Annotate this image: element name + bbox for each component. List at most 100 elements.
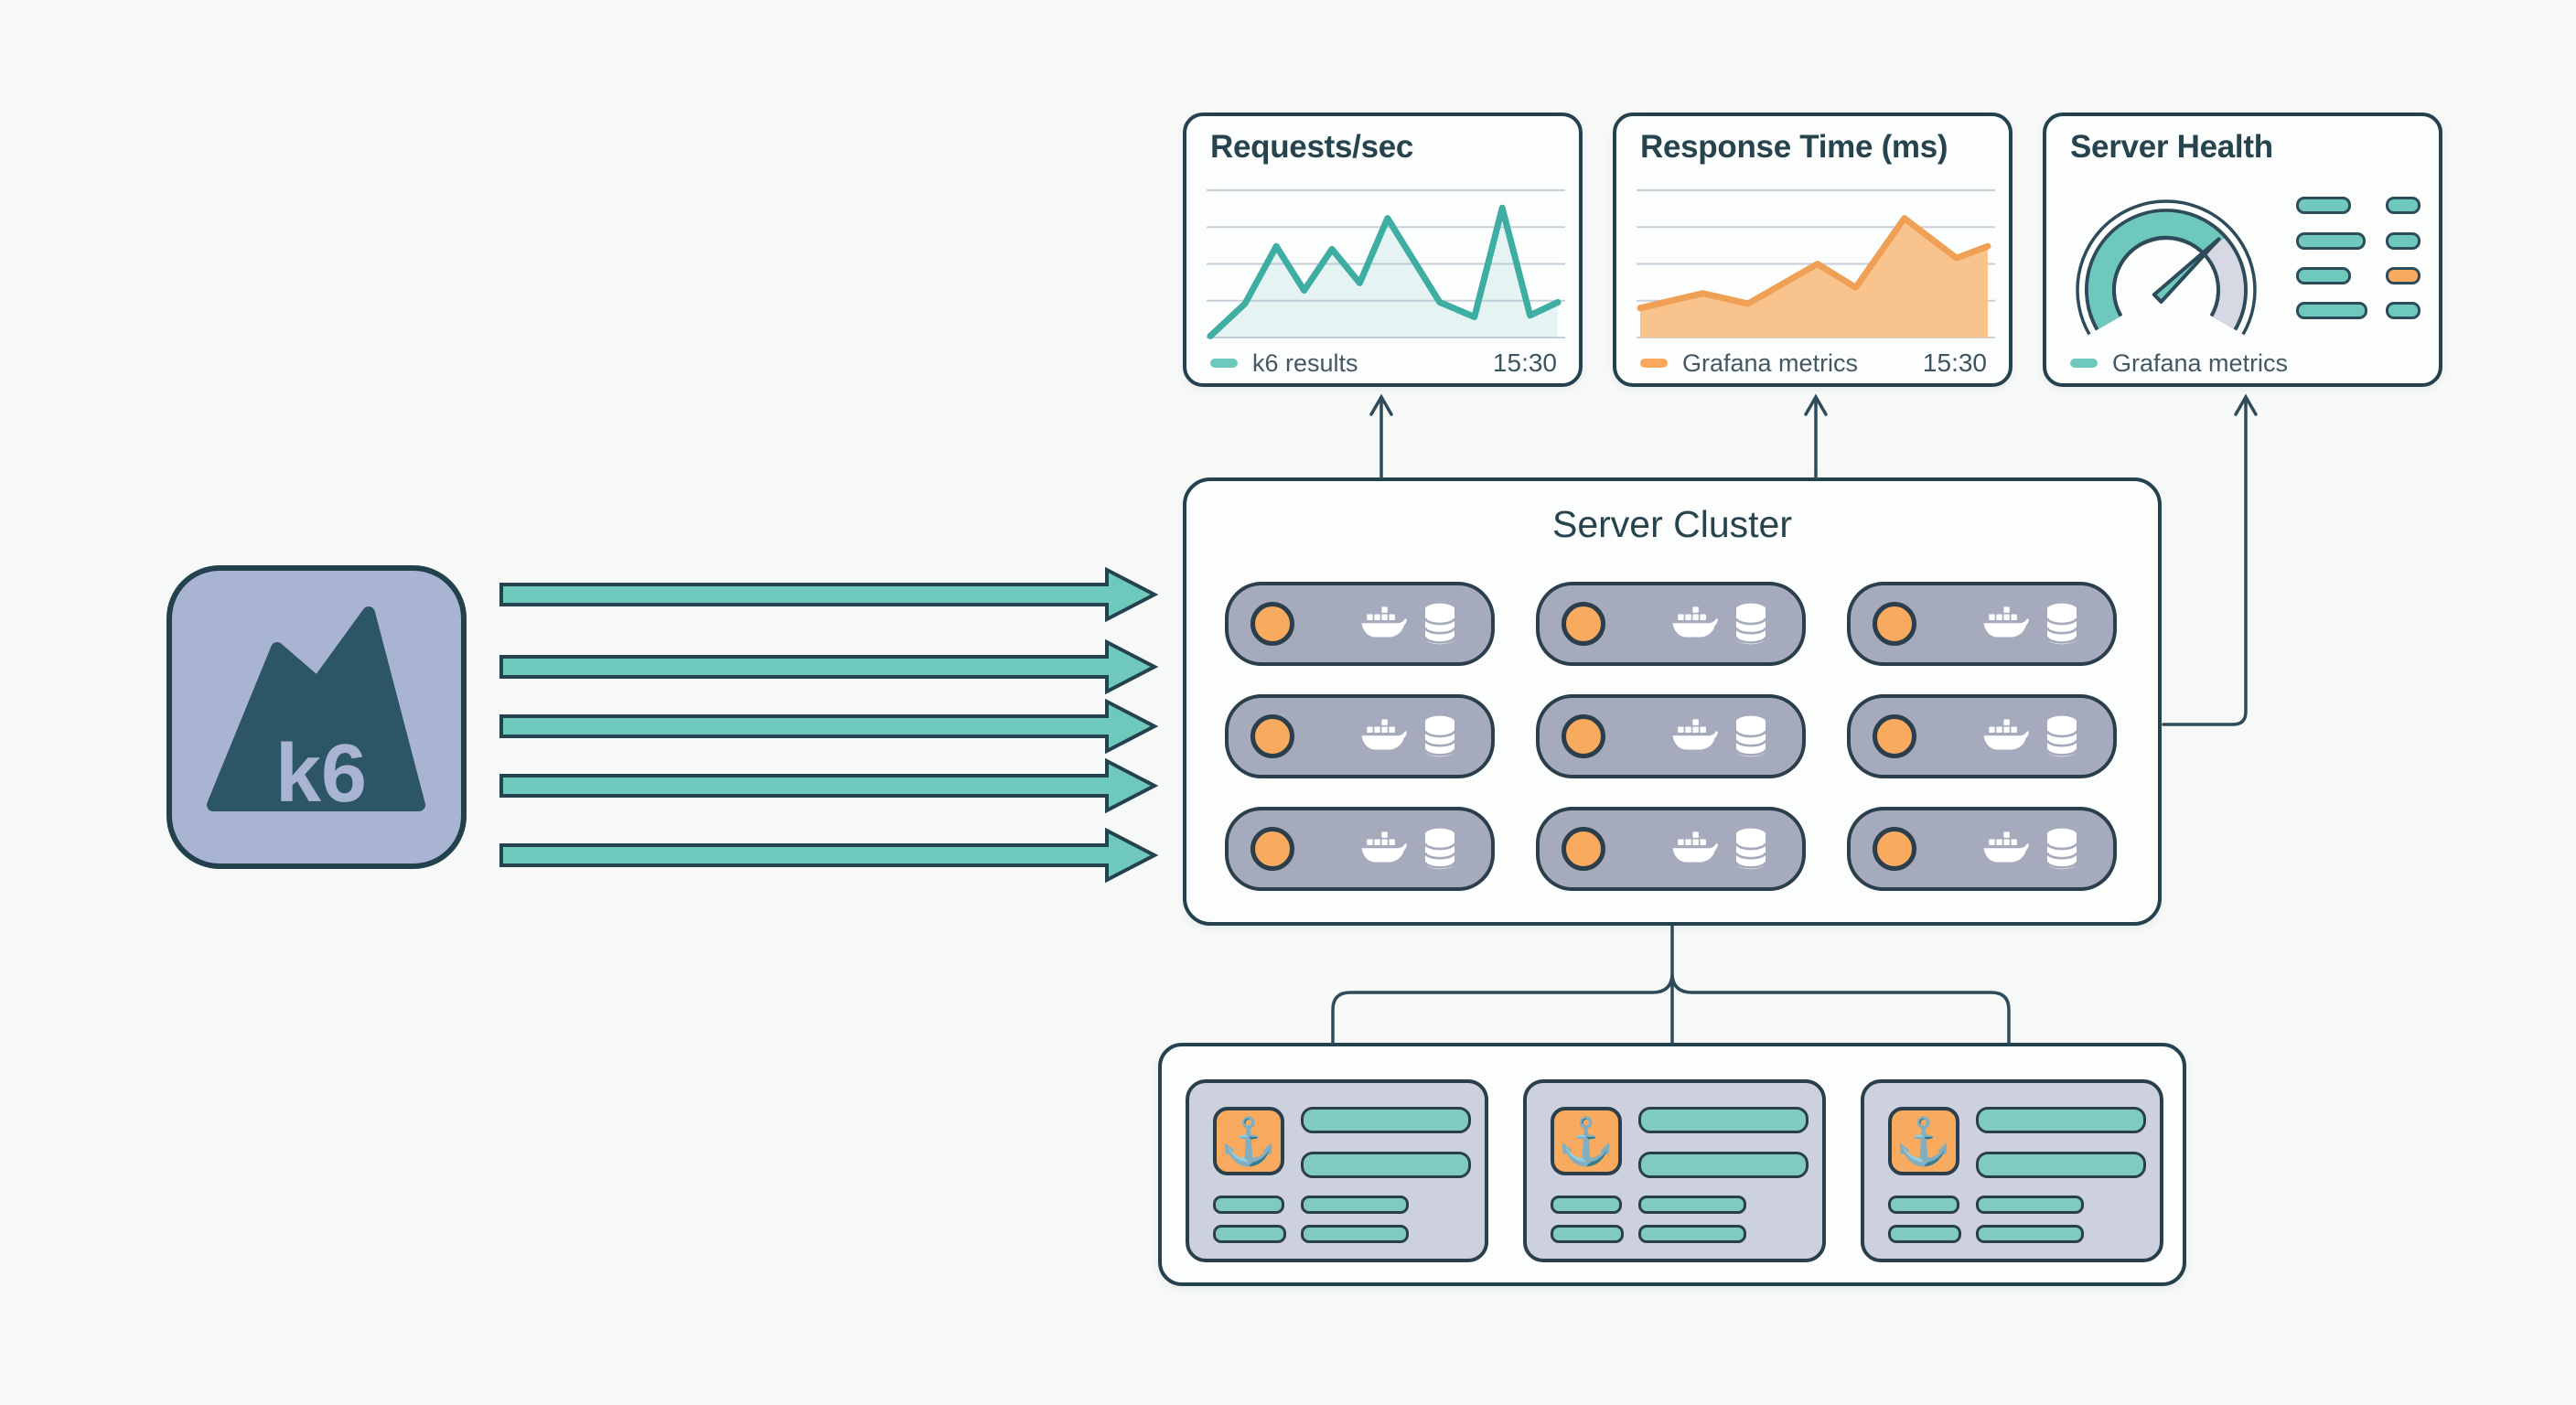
server-node xyxy=(1536,694,1806,778)
load-arrow xyxy=(499,638,1159,695)
info-bar xyxy=(1301,1107,1471,1133)
docker-whale-icon xyxy=(1983,606,2029,638)
docker-container-tile: ⚓ xyxy=(1213,1107,1284,1175)
status-dot-icon xyxy=(1873,602,1916,646)
info-bar xyxy=(1976,1196,2084,1214)
status-dot-icon xyxy=(1250,827,1294,871)
legend-row: Grafana metrics 15:30 xyxy=(1640,347,1987,380)
status-pill xyxy=(2296,267,2351,284)
info-bar xyxy=(1888,1225,1961,1243)
legend-row: k6 results 15:30 xyxy=(1210,347,1557,380)
info-bar xyxy=(1638,1152,1809,1178)
server-node xyxy=(1536,582,1806,666)
arrowhead-icon xyxy=(1369,393,1393,416)
legend-label: k6 results xyxy=(1252,349,1358,377)
container-card: ⚓ xyxy=(1523,1079,1826,1262)
database-icon xyxy=(1423,715,1456,757)
status-dot-icon xyxy=(1562,602,1605,646)
info-bar xyxy=(1638,1107,1809,1133)
connector-cluster-to-health xyxy=(2162,399,2248,726)
info-bar xyxy=(1213,1196,1284,1214)
status-pill xyxy=(2386,267,2420,284)
database-icon xyxy=(1734,603,1767,645)
docker-whale-icon xyxy=(1672,719,1718,750)
status-dot-icon xyxy=(1873,714,1916,758)
status-pill xyxy=(2386,302,2420,319)
docker-container-tile: ⚓ xyxy=(1551,1107,1622,1175)
docker-whale-icon xyxy=(1361,606,1407,638)
status-dot-icon xyxy=(1562,827,1605,871)
panel-requests: Requests/sec k6 results 15:30 xyxy=(1183,113,1583,387)
info-bar xyxy=(1301,1225,1409,1243)
docker-whale-icon xyxy=(1361,831,1407,863)
database-icon xyxy=(2045,828,2078,870)
server-node xyxy=(1847,694,2117,778)
docker-container-tile: ⚓ xyxy=(1888,1107,1959,1175)
legend-dash-icon xyxy=(2070,359,2098,368)
load-arrow xyxy=(499,566,1159,623)
info-bar xyxy=(1638,1225,1746,1243)
response-area-chart xyxy=(1637,189,1995,338)
server-node xyxy=(1847,807,2117,891)
k6-mountain-icon: k6 xyxy=(207,606,425,820)
health-gauge-icon xyxy=(2076,199,2257,336)
server-cluster-box: Server Cluster xyxy=(1183,477,2162,926)
panel-server-health: Server Health Grafana metrics xyxy=(2043,113,2442,387)
container-card: ⚓ xyxy=(1186,1079,1488,1262)
database-icon xyxy=(1423,603,1456,645)
status-pill xyxy=(2386,232,2420,250)
requests-line-chart xyxy=(1207,189,1565,339)
anchor-icon: ⚓ xyxy=(1894,1115,1953,1167)
status-dot-icon xyxy=(1250,714,1294,758)
panel-title: Requests/sec xyxy=(1210,129,1414,165)
load-arrow xyxy=(499,827,1159,884)
load-arrow xyxy=(499,757,1159,814)
gauge-needle-icon xyxy=(2152,237,2221,304)
legend-dash-icon xyxy=(1210,359,1238,368)
legend-row: Grafana metrics xyxy=(2070,347,2417,380)
docker-whale-icon xyxy=(1672,831,1718,863)
panel-title: Server Health xyxy=(2070,129,2273,165)
info-bar xyxy=(1976,1225,2084,1243)
info-bar xyxy=(1551,1225,1624,1243)
arrowhead-icon xyxy=(2234,393,2258,416)
anchor-icon: ⚓ xyxy=(1219,1115,1278,1167)
info-bar xyxy=(1976,1152,2146,1178)
server-node xyxy=(1536,807,1806,891)
k6-logo-tile: k6 xyxy=(166,565,467,869)
database-icon xyxy=(1423,828,1456,870)
status-pill xyxy=(2386,197,2420,214)
info-bar xyxy=(1976,1107,2146,1133)
database-icon xyxy=(2045,715,2078,757)
panel-response-time: Response Time (ms) Grafana metrics 15:30 xyxy=(1613,113,2012,387)
docker-whale-icon xyxy=(1983,831,2029,863)
server-node xyxy=(1225,807,1495,891)
load-arrows xyxy=(499,566,1159,884)
status-pill xyxy=(2296,197,2351,214)
status-pill xyxy=(2296,302,2367,319)
docker-whale-icon xyxy=(1672,606,1718,638)
info-bar xyxy=(1301,1196,1409,1214)
legend-label: Grafana metrics xyxy=(1682,349,1859,377)
info-bar xyxy=(1888,1196,1959,1214)
legend-label: Grafana metrics xyxy=(2112,349,2289,377)
database-icon xyxy=(2045,603,2078,645)
database-icon xyxy=(1734,828,1767,870)
connector-cluster-to-containers xyxy=(1331,925,2011,1045)
status-dot-icon xyxy=(1250,602,1294,646)
info-bar xyxy=(1638,1196,1746,1214)
arrowhead-icon xyxy=(1804,393,1828,416)
info-bar xyxy=(1551,1196,1622,1214)
server-node xyxy=(1847,582,2117,666)
docker-whale-icon xyxy=(1983,719,2029,750)
status-dot-icon xyxy=(1562,714,1605,758)
docker-whale-icon xyxy=(1361,719,1407,750)
legend-dash-icon xyxy=(1640,359,1668,368)
container-card: ⚓ xyxy=(1861,1079,2163,1262)
timestamp: 15:30 xyxy=(1922,349,1987,377)
panel-title: Response Time (ms) xyxy=(1640,129,1948,165)
status-dot-icon xyxy=(1873,827,1916,871)
database-icon xyxy=(1734,715,1767,757)
containers-box: ⚓ ⚓ ⚓ xyxy=(1158,1043,2186,1286)
